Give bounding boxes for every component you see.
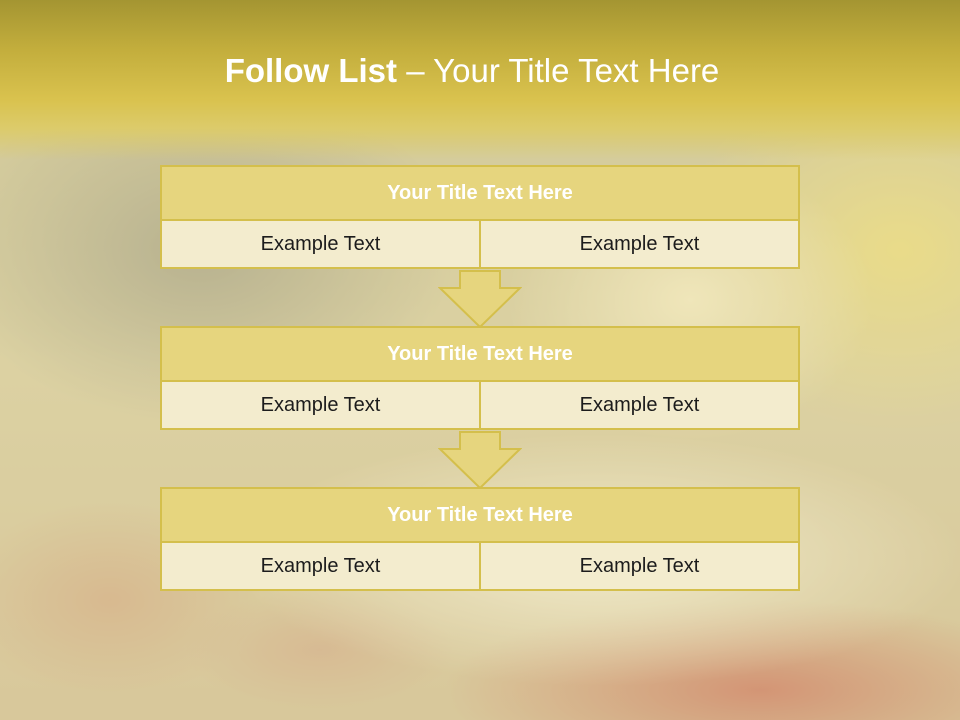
block-cell-right: Example Text: [479, 380, 800, 430]
list-block-3: Your Title Text Here Example Text Exampl…: [160, 487, 800, 591]
slide-title-rest: – Your Title Text Here: [397, 52, 720, 89]
block-title: Your Title Text Here: [160, 487, 800, 543]
block-row: Example Text Example Text: [160, 541, 800, 591]
list-block-1: Your Title Text Here Example Text Exampl…: [160, 165, 800, 269]
block-cell-right: Example Text: [479, 541, 800, 591]
block-row: Example Text Example Text: [160, 380, 800, 430]
down-arrow-icon: [438, 431, 522, 489]
block-cell-right: Example Text: [479, 219, 800, 269]
block-title: Your Title Text Here: [160, 326, 800, 382]
down-arrow-icon: [438, 270, 522, 328]
block-title: Your Title Text Here: [160, 165, 800, 221]
block-row: Example Text Example Text: [160, 219, 800, 269]
list-block-2: Your Title Text Here Example Text Exampl…: [160, 326, 800, 430]
block-cell-left: Example Text: [160, 541, 481, 591]
slide-title: Follow List – Your Title Text Here: [0, 52, 944, 90]
block-cell-left: Example Text: [160, 219, 481, 269]
title-band: [0, 0, 960, 160]
block-cell-left: Example Text: [160, 380, 481, 430]
slide-title-bold: Follow List: [224, 52, 398, 89]
